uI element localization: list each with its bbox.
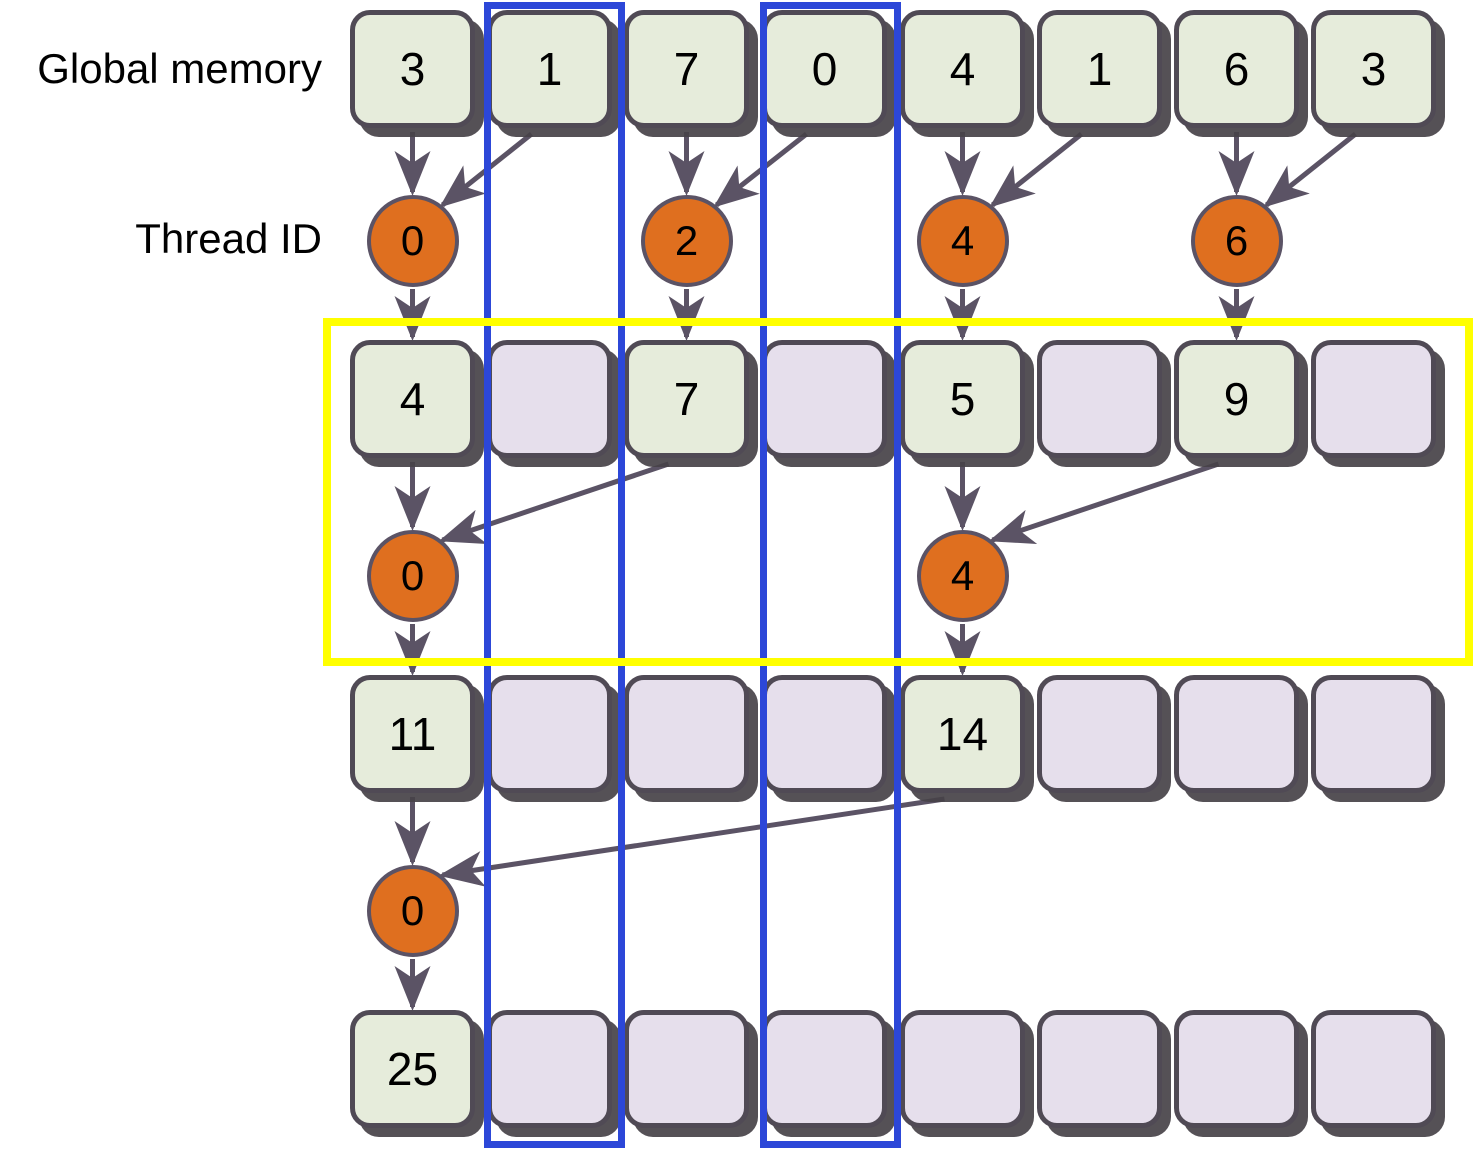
memory-cell xyxy=(487,1010,612,1128)
memory-cell xyxy=(1311,675,1436,793)
memory-cell: 11 xyxy=(350,675,475,793)
memory-cell xyxy=(762,1010,887,1128)
memory-cell: 14 xyxy=(900,675,1025,793)
column-highlight-2 xyxy=(760,2,901,1148)
thread-circle: 2 xyxy=(640,195,733,287)
global-memory-label: Global memory xyxy=(37,45,322,92)
memory-cell xyxy=(1311,1010,1436,1128)
memory-cell xyxy=(624,1010,749,1128)
read-arrow-diagonal xyxy=(1263,132,1358,208)
column-highlight-1 xyxy=(484,2,625,1148)
thread-circle: 6 xyxy=(1190,195,1283,287)
memory-cell xyxy=(1311,340,1436,458)
memory-cell: 7 xyxy=(624,340,749,458)
thread-circle: 4 xyxy=(916,530,1009,622)
memory-cell xyxy=(487,340,612,458)
read-arrow-diagonal xyxy=(989,132,1084,208)
memory-cell xyxy=(1174,1010,1299,1128)
memory-cell xyxy=(900,1010,1025,1128)
memory-cell xyxy=(1037,340,1162,458)
thread-circle: 0 xyxy=(366,195,459,287)
memory-cell: 3 xyxy=(350,10,475,128)
memory-cell: 3 xyxy=(1311,10,1436,128)
memory-cell: 9 xyxy=(1174,340,1299,458)
memory-cell xyxy=(762,675,887,793)
memory-cell xyxy=(1037,675,1162,793)
memory-cell xyxy=(1037,1010,1162,1128)
memory-cell: 25 xyxy=(350,1010,475,1128)
memory-cell: 4 xyxy=(900,10,1025,128)
reduction-step-highlight xyxy=(323,318,1473,666)
thread-circle: 4 xyxy=(916,195,1009,287)
thread-id-label: Thread ID xyxy=(135,215,322,262)
thread-circle: 0 xyxy=(366,865,459,957)
memory-cell: 5 xyxy=(900,340,1025,458)
thread-circle: 0 xyxy=(366,530,459,622)
memory-cell: 6 xyxy=(1174,10,1299,128)
memory-cell xyxy=(1174,675,1299,793)
memory-cell: 1 xyxy=(1037,10,1162,128)
memory-cell: 4 xyxy=(350,340,475,458)
memory-cell xyxy=(624,675,749,793)
memory-cell: 7 xyxy=(624,10,749,128)
memory-cell: 0 xyxy=(762,10,887,128)
